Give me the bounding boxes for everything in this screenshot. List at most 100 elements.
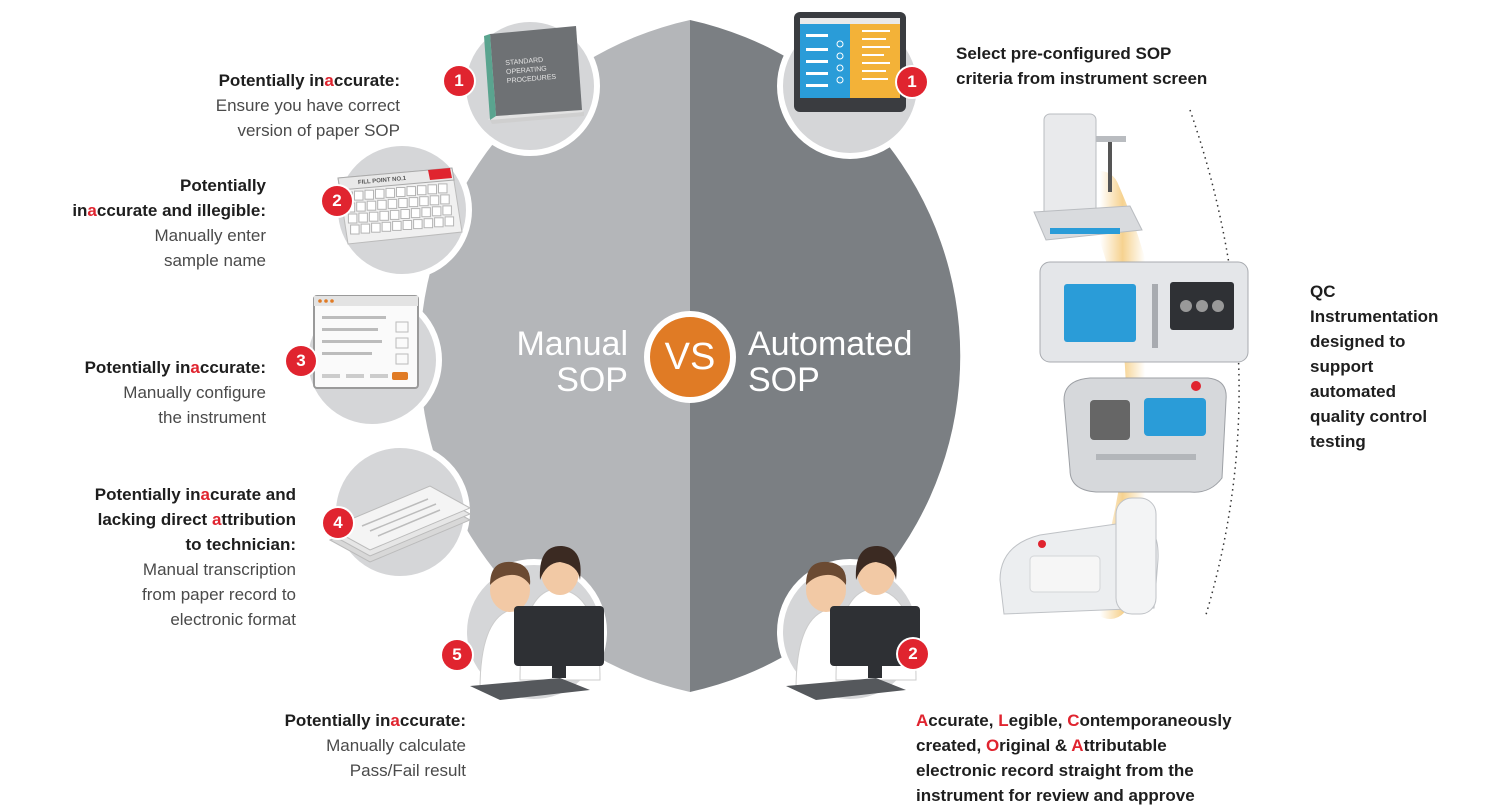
keyboard-key (350, 224, 360, 235)
manual-step-5-heading: Potentially inaccurate: (284, 711, 466, 730)
keyboard-keys (343, 183, 455, 235)
qc-line: QC (1310, 282, 1336, 301)
keyboard-key (442, 205, 452, 216)
manual-step-2-text: Potentially inaccurate and illegible: Ma… (0, 173, 266, 273)
keyboard-key (377, 199, 387, 210)
technicians-at-computer-icon-automated (786, 545, 920, 700)
manual-step-1-text: Potentially inaccurate: Ensure you have … (100, 68, 400, 143)
manual-step-4-body: electronic format (170, 610, 296, 629)
alcoa-line-3: electronic record straight from the (916, 761, 1194, 780)
keyboard-key (375, 188, 385, 199)
manual-half (419, 20, 690, 692)
keyboard-key (358, 212, 368, 223)
keyboard-key (354, 190, 364, 201)
manual-step-4-heading: Potentially inacurate and (94, 485, 296, 504)
keyboard-key (366, 200, 377, 211)
keyboard-key (387, 198, 398, 209)
keyboard-key (371, 222, 381, 233)
keyboard-key (427, 184, 437, 195)
keyboard-key (389, 209, 400, 220)
manual-step-3-body: the instrument (158, 408, 266, 427)
keyboard-key (385, 187, 395, 198)
qc-line: automated (1310, 382, 1396, 401)
manual-sop-title: Manual SOP (506, 326, 628, 398)
manual-step-4-heading: lacking direct attribution (97, 510, 296, 529)
manual-step-1-heading: Potentially inaccurate: (218, 71, 400, 90)
keyboard-key (347, 213, 358, 224)
keyboard-key (379, 210, 389, 221)
keyboard-key (392, 220, 402, 231)
keyboard-key (406, 186, 416, 197)
manual-step-5-body: Manually calculate (326, 736, 466, 755)
qc-instrumentation-text: QC Instrumentation designed to support a… (1310, 279, 1490, 454)
automated-step-1-line: criteria from instrument screen (956, 69, 1208, 88)
qc-line: testing (1310, 432, 1366, 451)
automated-sop-title: Automated SOP (748, 326, 948, 398)
manual-title-line-2: SOP (556, 361, 628, 399)
software-window-icon (313, 295, 419, 389)
automated-title-line-1: Automated (748, 325, 913, 363)
manual-step-4-text: Potentially inacurate and lacking direct… (0, 482, 296, 632)
keyboard-key (417, 185, 427, 196)
instrument-2-icon (1039, 261, 1249, 363)
manual-step-2-body: Manually enter (154, 226, 266, 245)
paper-stack-icon (328, 485, 472, 563)
automated-step-1-line: Select pre-configured SOP (956, 44, 1172, 63)
keyboard-key (429, 195, 440, 206)
step-badge-5: 5 (442, 640, 472, 670)
vs-label: VS (664, 336, 716, 378)
auto-badge-1: 1 (897, 67, 927, 97)
manual-step-2-body: sample name (163, 251, 266, 270)
dotted-arc (1189, 109, 1240, 619)
instrument-3-icon (1063, 377, 1227, 493)
tablet-icon (794, 12, 906, 112)
keyboard-key (410, 208, 421, 219)
keyboard-key (438, 183, 448, 194)
manual-step-4-body: from paper record to (141, 585, 296, 604)
manual-title-line-1: Manual (516, 325, 628, 363)
qc-line: quality control (1310, 407, 1428, 426)
manual-step-3-text: Potentially inaccurate: Manually configu… (0, 355, 266, 430)
step-badge-3: 3 (286, 346, 316, 376)
manual-step-5-body: Pass/Fail result (349, 761, 466, 780)
keyboard-key (402, 220, 413, 230)
keyboard-key (431, 206, 442, 217)
keyboard-key (413, 219, 423, 230)
step-badge-2: 2 (322, 186, 352, 216)
keyboard-key (434, 217, 444, 228)
keyboard-key (381, 221, 392, 232)
keyboard-key (396, 187, 406, 197)
manual-step-3-body: Manually configure (123, 383, 266, 402)
automated-title-line-2: SOP (748, 361, 820, 399)
keyboard-key (356, 201, 366, 212)
vs-circle (644, 311, 736, 403)
book-icon (484, 26, 584, 124)
automated-half (690, 20, 961, 692)
alcoa-line-4: instrument for review and approve (916, 786, 1195, 805)
manual-step-1-body: Ensure you have correct (215, 96, 400, 115)
keyboard-key (360, 223, 371, 234)
manual-step-5-text: Potentially inaccurate: Manually calcula… (160, 708, 466, 783)
keyboard-key (408, 197, 419, 208)
keyboard-key (398, 198, 408, 208)
instrument-1-icon (1033, 113, 1143, 241)
keyboard-key (368, 211, 379, 222)
instrument-4-icon (999, 497, 1159, 615)
manual-step-4-body: Manual transcription (142, 560, 296, 579)
manual-step-3-heading: Potentially inaccurate: (84, 358, 266, 377)
step-badge-4: 4 (323, 508, 353, 538)
manual-step-1-body: version of paper SOP (237, 121, 400, 140)
manual-step-4-heading: to technician: (185, 535, 296, 554)
keyboard-key (419, 196, 429, 207)
manual-step-2-heading: Potentially (180, 176, 266, 195)
manual-step-2-heading: inaccurate and illegible: (72, 201, 266, 220)
technicians-at-computer-icon (470, 545, 604, 700)
keyboard-key (421, 207, 431, 218)
keyboard-key (364, 189, 374, 200)
qc-line: Instrumentation (1310, 307, 1439, 326)
alcoa-line-1: Accurate, Legible, Contemporaneously (916, 711, 1232, 730)
automated-step-1-text: Select pre-configured SOP criteria from … (956, 41, 1296, 91)
qc-line: support (1310, 357, 1374, 376)
qc-line: designed to (1310, 332, 1406, 351)
